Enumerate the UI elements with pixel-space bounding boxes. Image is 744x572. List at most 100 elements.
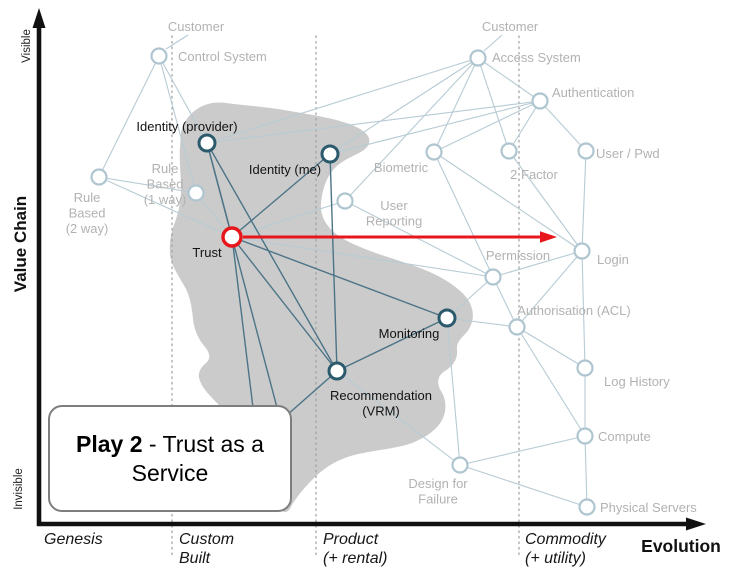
label-control_system: Control System <box>178 49 267 64</box>
edge-identity_provider-h3 <box>206 142 285 435</box>
edge-trust-user_reporting <box>231 200 346 238</box>
x-axis-title: Evolution <box>641 536 721 556</box>
node-access_system <box>469 49 487 67</box>
x-axis-arrowhead <box>686 517 706 531</box>
label-identity_provider: Identity (provider) <box>136 119 237 134</box>
label-access_system: Access System <box>492 50 581 65</box>
label-user_pwd: User / Pwd <box>596 146 660 161</box>
edge-control_system-identity_provider <box>158 55 208 144</box>
edge-user_pwd-login <box>581 150 587 252</box>
edge-access_system-biometric <box>433 57 479 153</box>
label-identity_me: Identity (me) <box>249 162 321 177</box>
stage-label-4-line2: (+ utility) <box>525 550 586 567</box>
label-authorisation: Authorisation (ACL) <box>517 303 630 318</box>
stage-label-3-line2: (+ rental) <box>323 550 387 567</box>
node-physical_servers <box>578 498 596 516</box>
edge-identity_me-recommendation <box>329 153 338 372</box>
node-design_failure <box>451 456 469 474</box>
label-two_factor: 2 Factor <box>510 167 558 182</box>
play-title-line2: Service <box>131 459 209 486</box>
edge-authentication-identity_me <box>329 100 541 155</box>
label-rule_based_2-line1: Rule <box>74 190 101 205</box>
node-identity_provider <box>197 133 217 153</box>
label-rule_based_2-line2: Based <box>69 206 106 221</box>
edge-access_system-identity_me <box>329 57 479 155</box>
edge-identity_provider-access_system <box>206 57 479 144</box>
play-title-bold: Play 2 <box>76 430 143 457</box>
anchor-link-2 <box>483 34 503 52</box>
label-user_reporting-line1: User <box>380 198 408 213</box>
y-axis-bottom-label: Invisible <box>13 468 25 510</box>
stage-label-2-line2: Built <box>179 550 211 567</box>
node-log_history <box>576 359 594 377</box>
node-compute <box>576 427 594 445</box>
node-identity_me <box>320 144 340 164</box>
edge-access_system-two_factor <box>477 57 510 152</box>
edge-biometric-permission <box>433 151 494 278</box>
label-rule_based_1-line3: (1 way) <box>144 192 187 207</box>
edge-control_system-rule_based_1 <box>158 55 197 194</box>
edge-two_factor-login <box>508 150 583 252</box>
label-trust: Trust <box>192 245 222 260</box>
node-rule_based_2 <box>90 168 108 186</box>
label-rule_based_1-line1: Rule <box>152 161 179 176</box>
node-login <box>573 242 591 260</box>
label-design_failure-line1: Design for <box>408 476 468 491</box>
edge-rule_based_2-rule_based_1 <box>98 176 197 194</box>
edge-authentication-biometric <box>433 100 541 153</box>
edge-trust-h1 <box>231 236 257 433</box>
axes: Value Chain Visible Invisible Evolution … <box>11 8 721 567</box>
node-permission <box>484 268 502 286</box>
edge-permission-login <box>492 250 583 278</box>
edge-monitoring-authorisation <box>446 317 518 328</box>
evolution-movement-arrow <box>243 231 557 243</box>
stage-label-4-line1: Commodity <box>525 531 607 548</box>
edge-monitoring-permission <box>446 276 494 319</box>
edge-trust-monitoring <box>231 236 448 319</box>
edge-identity_provider-recommendation <box>206 142 338 372</box>
play-title-line1: Play 2 - Trust as a <box>76 430 264 459</box>
edge-login-authorisation <box>516 250 583 328</box>
play-title-box: Play 2 - Trust as a Service <box>48 405 292 512</box>
edge-user_reporting-permission <box>344 200 494 278</box>
node-two_factor <box>500 142 518 160</box>
node-authorisation <box>508 318 526 336</box>
label-biometric: Biometric <box>374 160 429 175</box>
label-monitoring: Monitoring <box>379 326 440 341</box>
label-compute: Compute <box>598 429 651 444</box>
edge-biometric-login <box>433 151 583 252</box>
node-authentication <box>531 92 549 110</box>
label-design_failure-line2: Failure <box>418 492 458 507</box>
edge-design_failure-compute <box>459 435 586 466</box>
node-user_pwd <box>577 142 595 160</box>
label-user_reporting-line2: Reporting <box>366 214 422 229</box>
map-edges <box>98 34 588 508</box>
edge-recommendation-design_failure <box>336 370 461 466</box>
edge-authorisation-compute <box>516 326 586 437</box>
node-monitoring <box>437 308 457 328</box>
label-physical_servers: Physical Servers <box>600 500 697 515</box>
label-authentication: Authentication <box>552 85 634 100</box>
edge-login-log_history <box>581 250 586 369</box>
y-axis-top-label: Visible <box>21 29 33 63</box>
edge-authorisation-log_history <box>516 326 586 369</box>
label-permission: Permission <box>486 248 550 263</box>
node-recommendation <box>327 361 347 381</box>
label-recommendation-line2: (VRM) <box>362 404 400 419</box>
label-login: Login <box>597 252 629 267</box>
stage-label-3-line1: Product <box>323 531 379 548</box>
stage-label-2-line1: Custom <box>179 531 234 548</box>
red-arrow-head <box>540 231 557 243</box>
edge-monitoring-design_failure <box>446 317 461 466</box>
stage-label-1-line1: Genesis <box>44 531 103 548</box>
edge-monitoring-recommendation <box>336 317 448 372</box>
label-log_history: Log History <box>604 374 670 389</box>
edge-trust-identity_me <box>231 153 331 238</box>
edge-control_system-rule_based_2 <box>98 55 160 178</box>
y-axis-arrowhead <box>32 8 46 28</box>
edge-design_failure-physical_servers <box>459 464 588 508</box>
node-rule_based_1 <box>187 184 205 202</box>
node-biometric <box>425 143 443 161</box>
